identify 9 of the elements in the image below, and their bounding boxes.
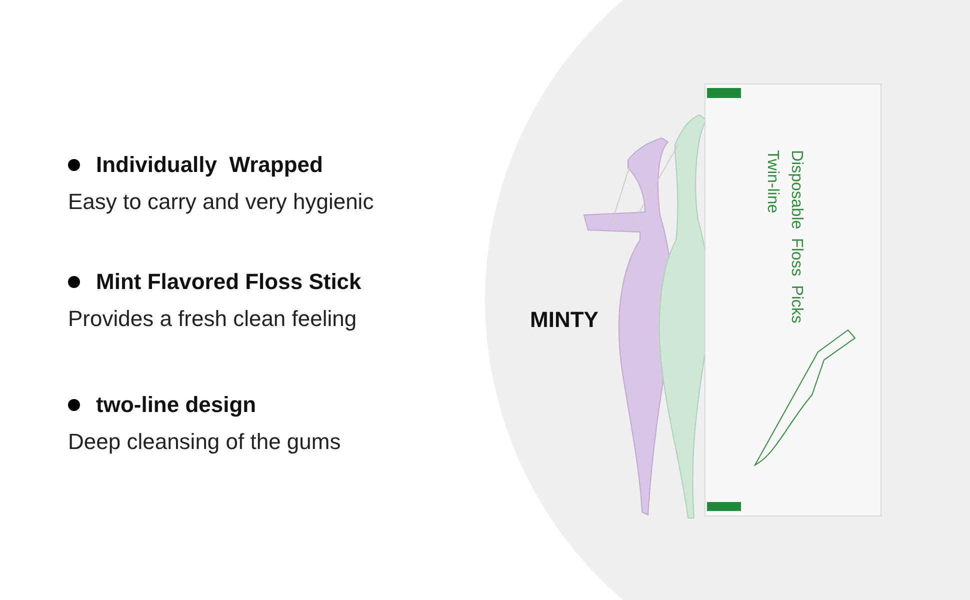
feature-description: Deep cleansing of the gums: [68, 428, 341, 456]
package-text: Twin-line: [763, 150, 782, 214]
flavor-label: MINTY: [530, 306, 598, 334]
package-text: Disposable Floss Picks: [787, 150, 806, 324]
feature-description: Easy to carry and very hygienic: [68, 188, 374, 216]
feature-heading: two-line design: [96, 391, 256, 419]
feature-heading: Individually Wrapped: [96, 151, 323, 179]
feature-description: Provides a fresh clean feeling: [68, 305, 358, 333]
feature-heading: Mint Flavored Floss Stick: [96, 268, 362, 296]
